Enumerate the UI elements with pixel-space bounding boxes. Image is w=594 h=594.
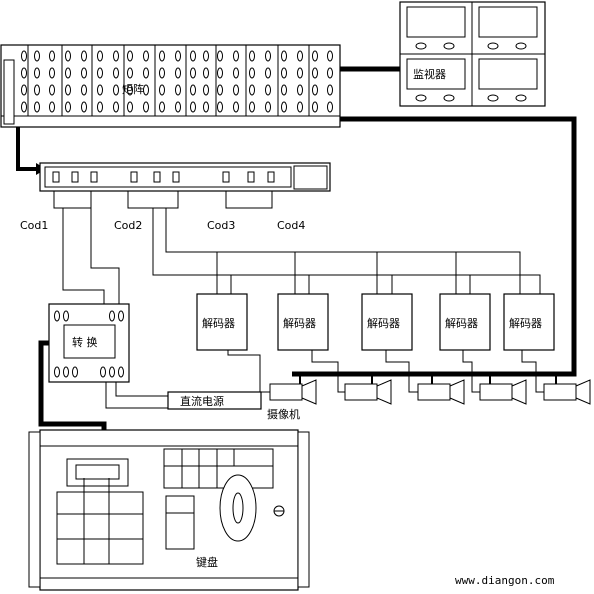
cod3-label: Cod3 [207,219,235,232]
code-distributor [39,162,331,209]
decoder-box [503,293,555,351]
dc-power-supply: 直流电源 [167,391,262,410]
decoder-label: 解码器 [283,316,316,330]
camera-icon [543,374,591,405]
matrix-card-slots [21,45,333,116]
keyboard-console: 键盘 [28,429,310,591]
camera-label: 摄像机 [267,407,300,421]
matrix-unit: 矩阵 [0,44,341,128]
cod2-label: Cod2 [114,219,142,232]
cod4-label: Cod4 [277,219,305,232]
decoder-label: 解码器 [445,316,478,330]
decoder-camera-wires [227,350,544,393]
decoder-group: 解码器 解码器 解码器 解码器 解码器 [196,293,555,351]
decoder-bus-drops [216,252,471,294]
decoder-label: 解码器 [367,316,400,330]
converter-label: 转 换 [72,335,98,349]
camera-icon [479,374,527,405]
matrix-label: 矩阵 [122,82,144,96]
camera-icon [417,374,465,405]
cod1-label: Cod1 [20,219,48,232]
monitor-wall: 监视器 [399,1,546,107]
monitor-label: 监视器 [413,67,446,81]
decoder-box [196,293,248,351]
decoder-box [439,293,491,351]
decoder-label: 解码器 [202,316,235,330]
dc-power-label: 直流电源 [180,394,224,408]
converter-unit: 转 换 [48,303,130,383]
watermark-text: www.diangon.com [455,574,555,587]
camera-group [269,374,591,405]
camera-icon [344,374,392,405]
keyboard-label: 键盘 [196,555,218,569]
decoder-box [361,293,413,351]
camera-icon [269,374,317,405]
decoder-label: 解码器 [509,316,542,330]
decoder-box [277,293,329,351]
